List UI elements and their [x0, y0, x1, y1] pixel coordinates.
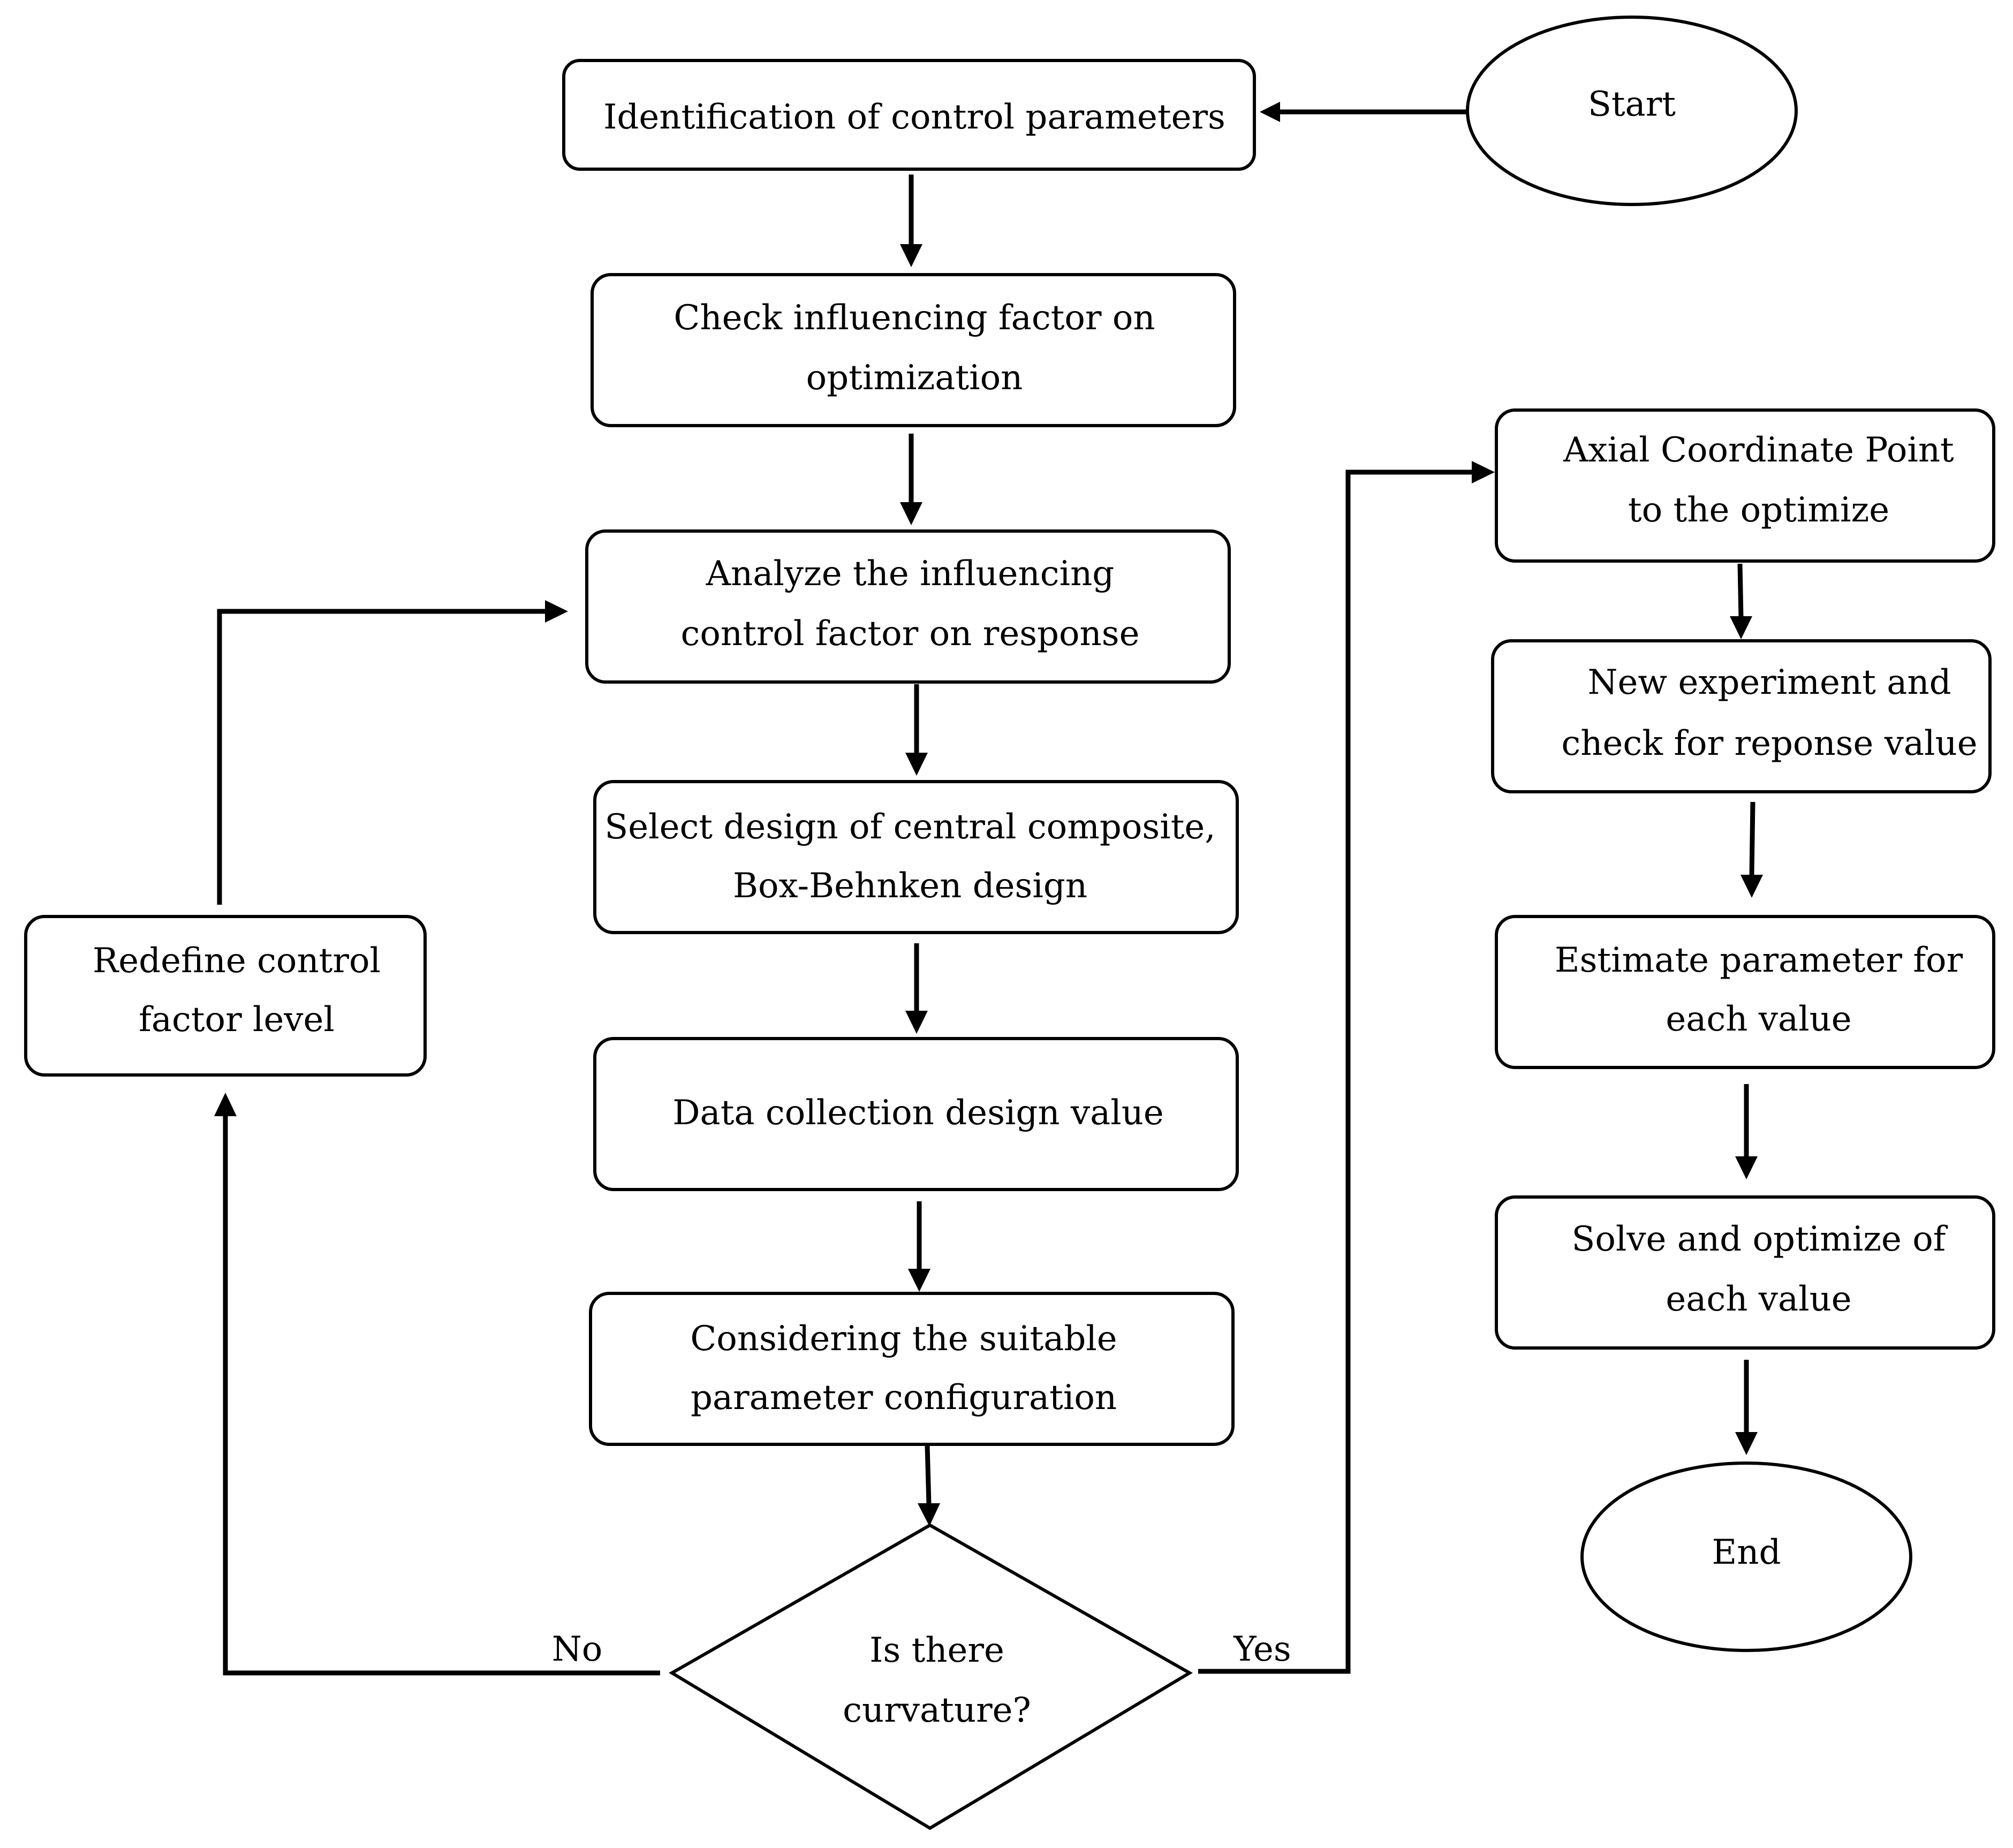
estimate-parameter-label-line1: Estimate parameter for [1555, 941, 1963, 980]
arrow-analyze-to-select [905, 684, 928, 776]
select-design-box [593, 780, 1239, 934]
arrow-decision-yes-to-axial [1198, 461, 1495, 1674]
check-influencing-node: Check influencing factor on optimization [591, 273, 1236, 427]
check-influencing-label-line2: optimization [806, 358, 1023, 398]
arrow-identification-to-check [900, 175, 922, 267]
curvature-decision-label-line1: Is there [869, 1631, 1004, 1670]
redefine-label-line2: factor level [139, 1000, 335, 1040]
redefine-box [24, 915, 427, 1077]
axial-coordinate-label-line1: Axial Coordinate Point [1563, 430, 1954, 470]
estimate-parameter-label-line2: each value [1666, 999, 1851, 1039]
no-edge-label: No [552, 1630, 603, 1669]
select-design-node: Select design of central composite, Box-… [593, 780, 1239, 934]
check-influencing-label-line1: Check influencing factor on [673, 298, 1155, 338]
arrow-new-experiment-to-estimate [1740, 801, 1763, 898]
select-design-label-line1: Select design of central composite, [604, 807, 1215, 847]
new-experiment-label-line2: check for reponse value [1561, 724, 1977, 763]
new-experiment-node: New experiment and check for reponse val… [1491, 639, 1992, 793]
redefine-label-line1: Redefine control [93, 941, 381, 981]
data-collection-box [593, 1037, 1239, 1191]
identification-node: Identification of control parameters [562, 59, 1256, 171]
solve-optimize-label-line1: Solve and optimize of [1572, 1220, 1948, 1259]
analyze-label-line1: Analyze the influencing [706, 554, 1115, 594]
considering-label-line1: Considering the suitable [690, 1319, 1117, 1359]
new-experiment-label-line1: New experiment and [1587, 663, 1951, 702]
analyze-box [585, 529, 1231, 684]
identification-label: Identification of control parameters [603, 97, 1225, 137]
end-node: End [1580, 1461, 1912, 1652]
arrow-redefine-to-analyze [217, 600, 568, 905]
identification-box [562, 59, 1256, 171]
check-influencing-box [591, 273, 1236, 427]
considering-box [589, 1292, 1235, 1446]
solve-optimize-node: Solve and optimize of each value [1495, 1195, 1995, 1350]
arrow-data-collection-to-considering [908, 1201, 930, 1292]
arrow-select-to-data-collection [905, 943, 928, 1034]
start-label: Start [1588, 85, 1676, 124]
arrow-considering-to-decision [918, 1445, 940, 1526]
arrow-decision-no-to-redefine [214, 1093, 660, 1676]
curvature-decision-label-line2: curvature? [843, 1691, 1031, 1730]
axial-coordinate-label-line2: to the optimize [1628, 490, 1889, 530]
select-design-label-line2: Box-Behnken design [733, 866, 1087, 906]
arrow-axial-to-new-experiment [1730, 563, 1752, 639]
redefine-node: Redefine control factor level [24, 915, 427, 1077]
arrow-solve-to-end [1735, 1360, 1758, 1455]
considering-label-line2: parameter configuration [691, 1378, 1117, 1418]
start-node: Start [1466, 16, 1798, 206]
analyze-label-line2: control factor on response [681, 614, 1140, 654]
end-label: End [1712, 1533, 1781, 1572]
axial-coordinate-box [1495, 408, 1995, 563]
arrow-estimate-to-solve [1735, 1084, 1758, 1179]
estimate-parameter-box [1495, 915, 1995, 1069]
estimate-parameter-node: Estimate parameter for each value [1495, 915, 1995, 1069]
new-experiment-box [1491, 639, 1992, 793]
end-ellipse [1580, 1461, 1912, 1652]
axial-coordinate-node: Axial Coordinate Point to the optimize [1495, 408, 1995, 563]
yes-edge-label: Yes [1233, 1630, 1291, 1669]
solve-optimize-box [1495, 1195, 1995, 1350]
arrow-start-to-identification [1260, 102, 1469, 122]
data-collection-label: Data collection design value [672, 1093, 1164, 1133]
solve-optimize-label-line2: each value [1666, 1279, 1851, 1319]
analyze-node: Analyze the influencing control factor o… [585, 529, 1231, 684]
data-collection-node: Data collection design value [593, 1037, 1239, 1191]
curvature-decision-diamond [669, 1523, 1193, 1830]
arrow-check-to-analyze [900, 434, 922, 525]
considering-node: Considering the suitable parameter confi… [589, 1292, 1235, 1446]
curvature-decision-node: Is there curvature? [669, 1523, 1193, 1830]
